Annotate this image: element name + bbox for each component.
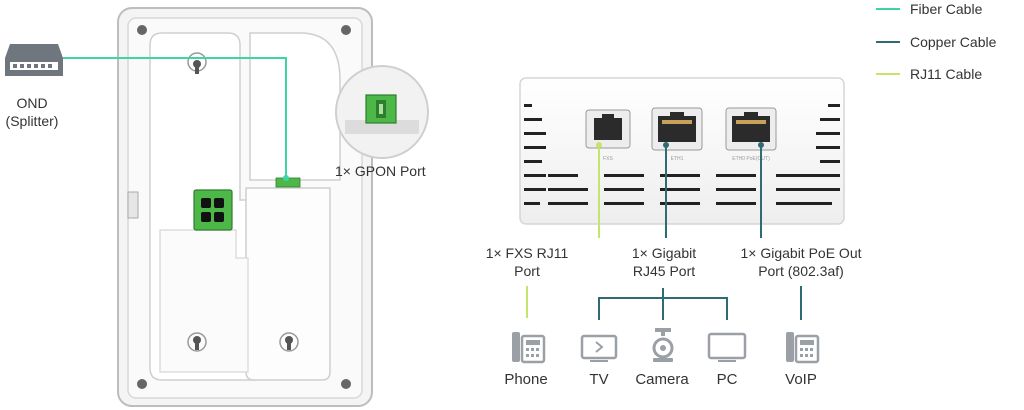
device-back-panel <box>117 7 373 407</box>
poe-port-label: 1× Gigabit PoE Out Port (802.3af) <box>740 244 861 280</box>
eth0-port-marking: ETH0 PoE(OUT) <box>732 156 770 162</box>
fxs-port-label-line1: 1× FXS RJ11 <box>485 245 569 261</box>
legend-fiber-label: Fiber Cable <box>910 1 983 17</box>
ond-label-line2: (Splitter) <box>5 113 59 129</box>
power-terminal-block <box>193 189 233 231</box>
screw-icon <box>341 379 351 389</box>
fxs-port-label: 1× FXS RJ11 Port <box>486 244 569 280</box>
fxs-port-label-line2: Port <box>514 263 540 279</box>
poe-port-label-line1: 1× Gigabit PoE Out <box>740 245 862 261</box>
keyhole-icon <box>187 52 207 74</box>
ond-label: OND (Splitter) <box>6 94 59 130</box>
screw-icon <box>137 379 147 389</box>
fiber-cable-line <box>63 57 287 178</box>
tv-icon <box>580 334 618 362</box>
pc-icon <box>707 332 747 362</box>
legend-copper-label: Copper Cable <box>910 34 997 50</box>
eth1-port-marking: ETH1 <box>671 156 684 162</box>
fxs-port-marking: FXS <box>603 156 613 162</box>
pc-label: PC <box>716 371 738 388</box>
phone-icon <box>512 332 546 364</box>
gpon-port-label: 1× GPON Port <box>335 163 426 179</box>
rj45-port-label-line2: RJ45 Port <box>632 263 696 279</box>
eth1-port-icon <box>651 107 703 151</box>
rj45-port-label: 1× Gigabit RJ45 Port <box>632 244 696 280</box>
phone-label: Phone <box>504 371 548 388</box>
device-front-view: FXS ETH1 ETH0 PoE(OUT) <box>519 77 845 225</box>
camera-icon <box>652 328 674 362</box>
fxs-port-icon <box>585 109 631 149</box>
screw-icon <box>137 25 147 35</box>
gpon-port-zoom <box>335 65 429 159</box>
voip-phone-icon <box>786 332 820 364</box>
poe-port-label-line2: Port (802.3af) <box>758 263 844 279</box>
ond-label-line1: OND <box>16 95 48 111</box>
keyhole-icon <box>279 332 299 352</box>
eth0-port-icon <box>725 107 777 151</box>
camera-label: Camera <box>635 371 689 388</box>
tv-label: TV <box>589 371 609 388</box>
keyhole-icon <box>187 332 207 352</box>
splitter-icon <box>5 44 63 76</box>
voip-label: VoIP <box>785 371 817 388</box>
legend-rj11-label: RJ11 Cable <box>910 66 983 82</box>
rj45-port-label-line1: 1× Gigabit <box>631 245 697 261</box>
screw-icon <box>341 25 351 35</box>
